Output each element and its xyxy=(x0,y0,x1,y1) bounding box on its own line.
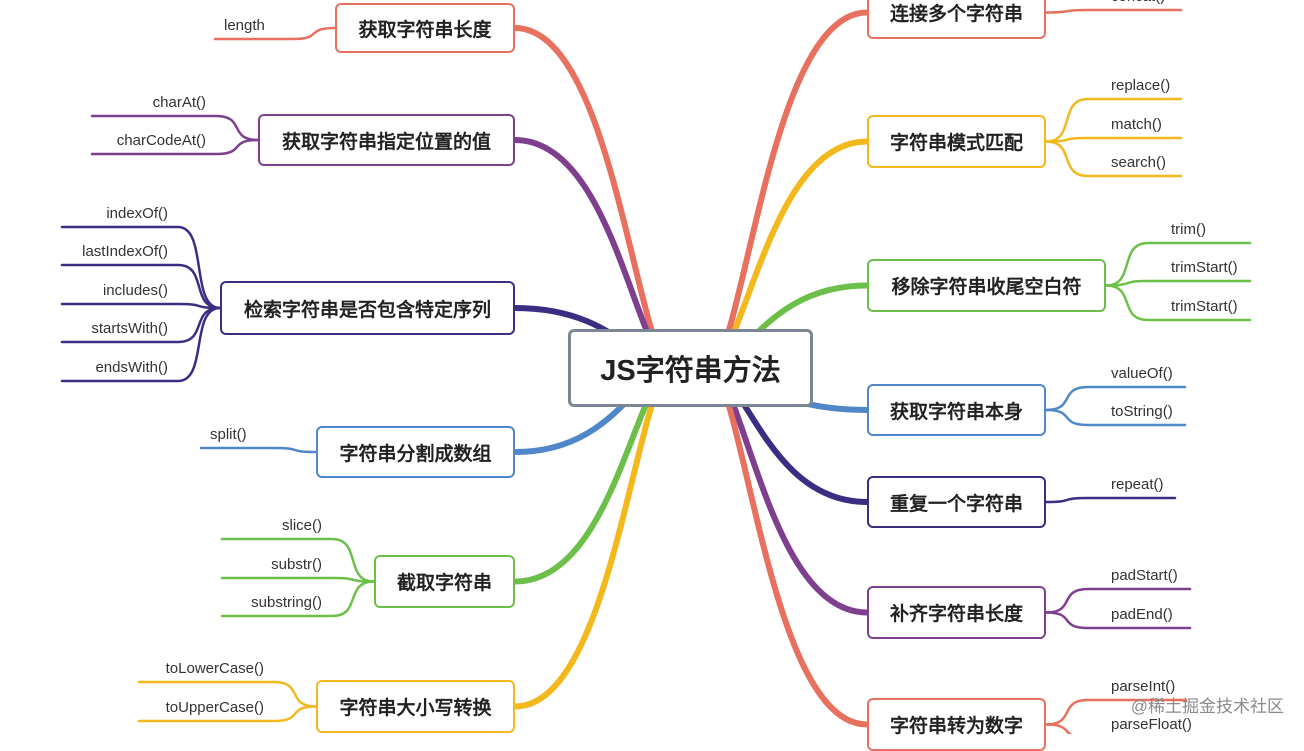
leaf-connector xyxy=(1044,496,1177,504)
leaf-method[interactable]: length xyxy=(224,17,265,34)
branch-topic[interactable]: 检索字符串是否包含特定序列 xyxy=(220,281,515,335)
leaf-connector xyxy=(220,580,376,618)
leaf-connector xyxy=(1104,284,1252,322)
branch-topic[interactable]: 移除字符串收尾空白符 xyxy=(867,259,1106,312)
leaf-connector xyxy=(1044,587,1192,614)
leaf-method[interactable]: concat() xyxy=(1111,0,1165,6)
leaf-connector xyxy=(1044,408,1187,427)
leaf-method[interactable]: match() xyxy=(1111,116,1162,133)
leaf-connector xyxy=(60,225,222,310)
leaf-method[interactable]: substring() xyxy=(251,594,322,611)
branch-topic[interactable]: 获取字符串长度 xyxy=(335,3,515,53)
leaf-connector xyxy=(220,537,376,583)
leaf-connector xyxy=(1044,136,1183,143)
branch-topic[interactable]: 字符串分割成数组 xyxy=(316,426,515,478)
leaf-connector xyxy=(213,26,337,41)
leaf-method[interactable]: split() xyxy=(210,426,247,443)
leaf-method[interactable]: parseFloat() xyxy=(1111,716,1192,733)
branch-topic[interactable]: 字符串转为数字 xyxy=(867,698,1046,751)
leaf-connector xyxy=(137,705,318,723)
leaf-connector xyxy=(1044,8,1183,14)
leaf-method[interactable]: includes() xyxy=(102,282,168,299)
leaf-method[interactable]: padStart() xyxy=(1111,567,1178,584)
leaf-method[interactable]: toString() xyxy=(1111,403,1173,420)
leaf-method[interactable]: trimStart() xyxy=(1171,259,1238,276)
leaf-connector xyxy=(1104,279,1252,287)
leaf-method[interactable]: substr() xyxy=(271,556,322,573)
leaf-method[interactable]: charCodeAt() xyxy=(116,132,206,149)
leaf-connector xyxy=(60,302,222,310)
leaf-method[interactable]: trimStart() xyxy=(1171,298,1238,315)
leaf-method[interactable]: toLowerCase() xyxy=(165,660,264,677)
leaf-method[interactable]: repeat() xyxy=(1111,476,1164,493)
leaf-method[interactable]: toUpperCase() xyxy=(165,699,264,716)
leaf-method[interactable]: lastIndexOf() xyxy=(82,243,168,260)
leaf-connector xyxy=(137,680,318,708)
leaf-connector xyxy=(1044,698,1188,726)
branch-topic[interactable]: 获取字符串指定位置的值 xyxy=(258,114,515,166)
leaf-connector xyxy=(1044,385,1187,412)
branch-topic[interactable]: 重复一个字符串 xyxy=(867,476,1046,528)
leaf-method[interactable]: endsWith() xyxy=(95,359,168,376)
branch-topic[interactable]: 截取字符串 xyxy=(374,555,515,608)
leaf-method[interactable]: charAt() xyxy=(152,94,206,111)
leaf-connector xyxy=(1104,241,1252,287)
leaf-method[interactable]: replace() xyxy=(1111,77,1171,94)
leaf-connector xyxy=(1044,611,1192,630)
branch-connector xyxy=(712,9,870,371)
mind-map: JS字符串方法 获取字符串长度获取字符串指定位置的值检索字符串是否包含特定序列字… xyxy=(60,0,1284,751)
branch-topic[interactable]: 字符串大小写转换 xyxy=(316,680,515,733)
leaf-connector xyxy=(220,576,376,583)
watermark-text: @稀土掘金技术社区 xyxy=(1130,697,1284,716)
leaf-method[interactable]: valueOf() xyxy=(1111,365,1173,382)
leaf-method[interactable]: trim() xyxy=(1171,221,1206,238)
leaf-connector xyxy=(60,306,222,383)
leaf-connector xyxy=(1044,140,1183,178)
leaf-method[interactable]: padEnd() xyxy=(1111,606,1173,623)
branch-topic[interactable]: 补齐字符串长度 xyxy=(867,586,1046,639)
leaf-method[interactable]: search() xyxy=(1111,154,1167,171)
leaf-method[interactable]: slice() xyxy=(282,517,322,534)
branch-topic[interactable]: 字符串模式匹配 xyxy=(867,115,1046,168)
leaf-connector xyxy=(90,114,260,142)
leaf-connector xyxy=(199,446,318,454)
leaf-connector xyxy=(90,138,260,156)
leaf-connector xyxy=(1044,723,1073,734)
branch-topic[interactable]: 连接多个字符串 xyxy=(867,0,1046,39)
branch-topic[interactable]: 获取字符串本身 xyxy=(867,384,1046,436)
leaf-method[interactable]: indexOf() xyxy=(106,205,168,222)
leaf-method[interactable]: startsWith() xyxy=(91,320,168,337)
branch-connector xyxy=(712,365,870,728)
leaf-method[interactable]: parseInt() xyxy=(1111,678,1176,695)
root-topic[interactable]: JS字符串方法 xyxy=(568,329,813,407)
leaf-connector xyxy=(1044,97,1183,143)
leaf-connector xyxy=(60,263,222,310)
